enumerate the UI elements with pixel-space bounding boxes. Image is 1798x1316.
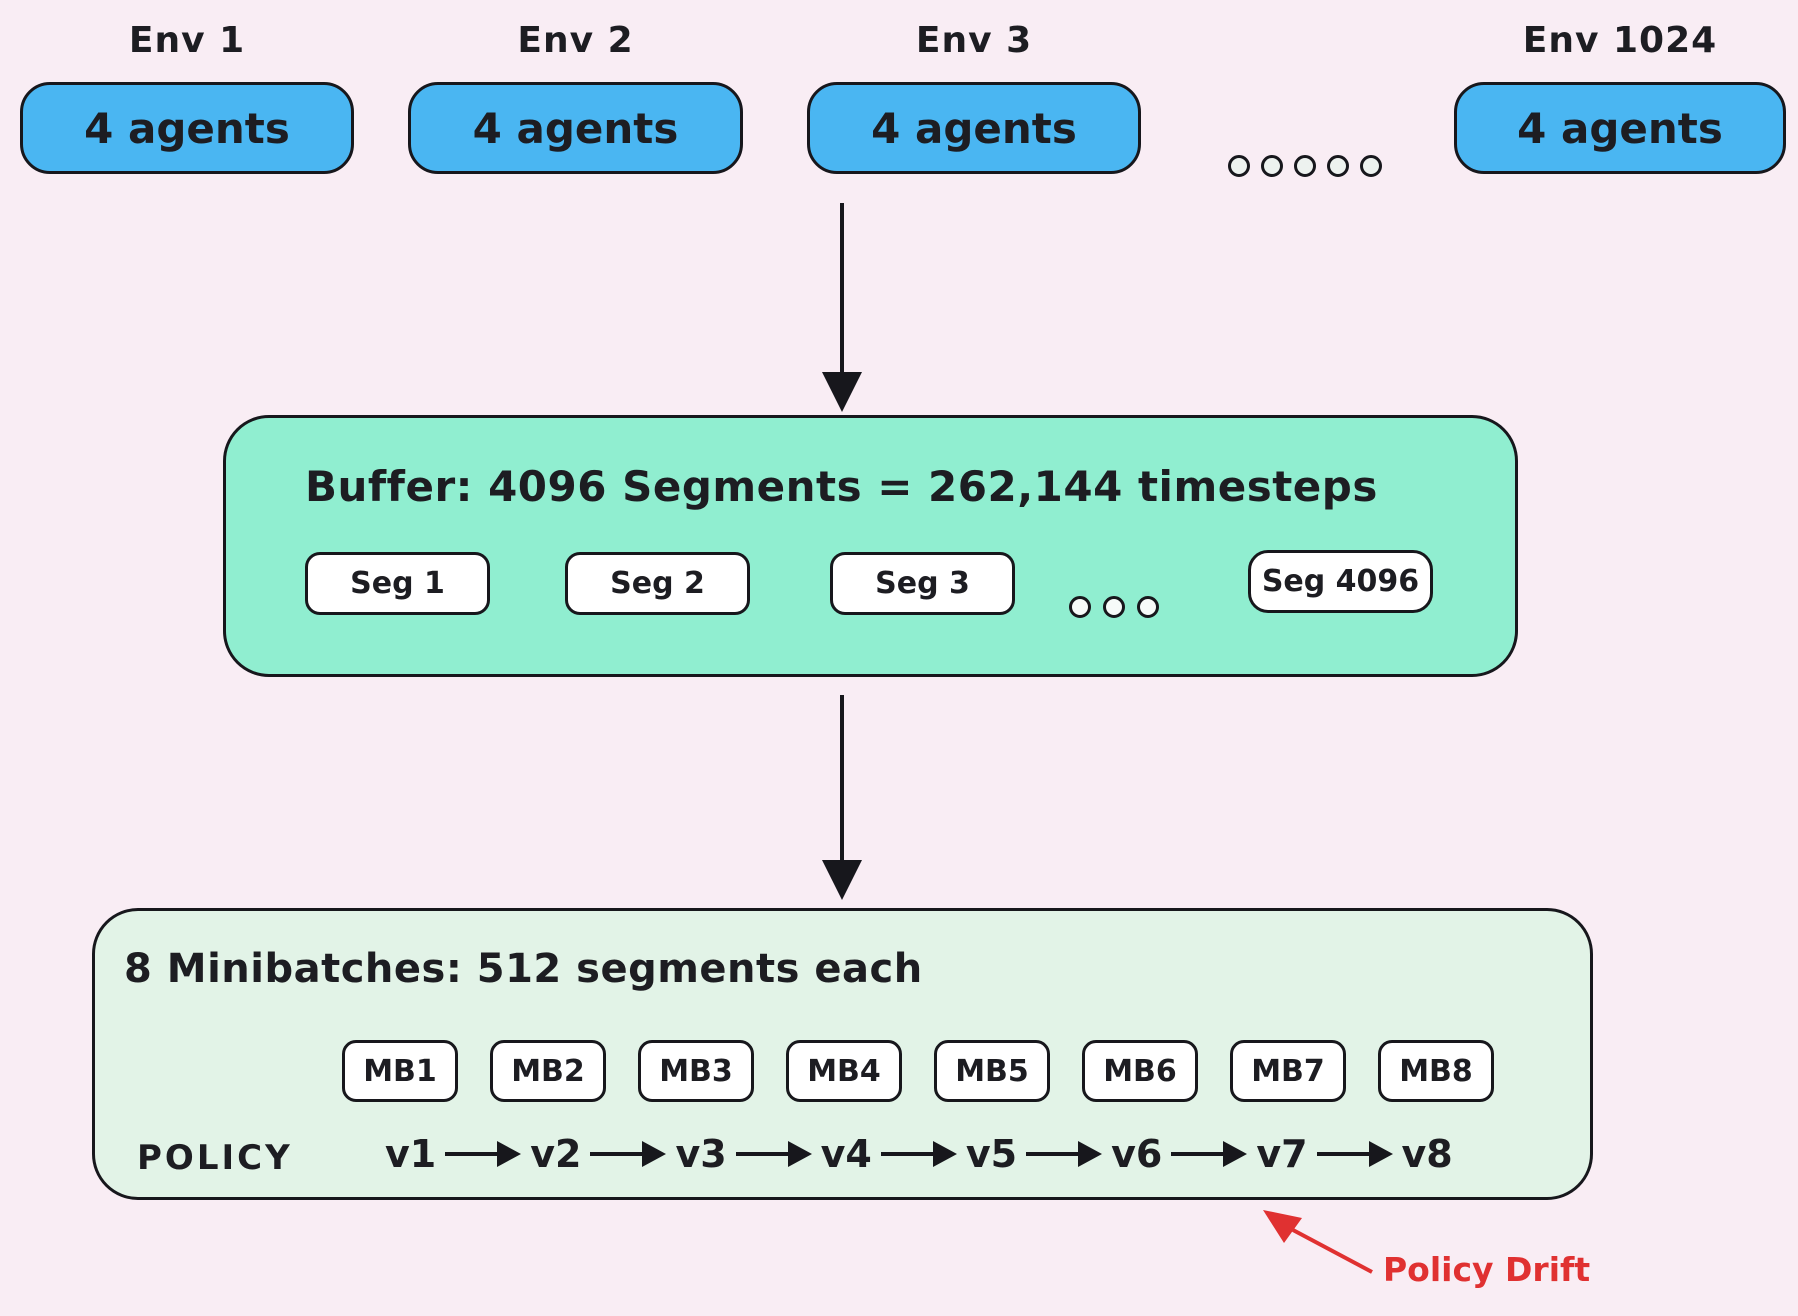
minibatch-box: MB3	[638, 1040, 754, 1102]
policy-drift-arrow	[1263, 1210, 1373, 1274]
ellipsis-dot-icon	[1137, 596, 1159, 618]
right-arrow-icon	[1026, 1140, 1103, 1168]
env-to-buffer-arrow	[822, 203, 862, 412]
env-group-3: Env 3 4 agents	[807, 18, 1141, 174]
right-arrow-icon	[1171, 1140, 1248, 1168]
minibatch-box: MB4	[786, 1040, 902, 1102]
minibatch-box: MB2	[490, 1040, 606, 1102]
minibatch-box: MB8	[1378, 1040, 1494, 1102]
policy-version: v5	[965, 1132, 1018, 1176]
policy-drift-label: Policy Drift	[1383, 1250, 1591, 1289]
env-agents-text: 4 agents	[1517, 103, 1723, 153]
minibatch-label: MB3	[659, 1053, 733, 1089]
buffer-to-minibatch-arrow	[822, 695, 862, 900]
right-arrow-icon	[445, 1140, 522, 1168]
minibatch-label: MB7	[1251, 1053, 1325, 1089]
env-agents-text: 4 agents	[472, 103, 679, 153]
env-group-2: Env 2 4 agents	[408, 18, 743, 174]
minibatch-label: MB5	[955, 1053, 1029, 1089]
segment-label: Seg 3	[875, 566, 970, 601]
ellipsis-dot-icon	[1069, 596, 1091, 618]
minibatch-label: MB4	[807, 1053, 881, 1089]
minibatch-label: MB2	[511, 1053, 585, 1089]
right-arrow-icon	[880, 1140, 957, 1168]
ellipsis-dot-icon	[1294, 155, 1316, 177]
env-agents-box: 4 agents	[807, 82, 1141, 174]
ellipsis-dot-icon	[1261, 155, 1283, 177]
env-agents-box: 4 agents	[1454, 82, 1786, 174]
minibatch-box: MB5	[934, 1040, 1050, 1102]
segment-label: Seg 4096	[1261, 564, 1420, 599]
env-agents-text: 4 agents	[871, 103, 1077, 153]
policy-version: v7	[1256, 1132, 1308, 1176]
right-arrow-icon	[735, 1140, 812, 1168]
env-label: Env 3	[915, 20, 1033, 61]
minibatch-label: MB1	[363, 1053, 437, 1089]
env-agents-text: 4 agents	[84, 103, 290, 153]
env-group-1024: Env 1024 4 agents	[1454, 18, 1786, 174]
minibatch-box: MB6	[1082, 1040, 1198, 1102]
policy-label: POLICY	[137, 1138, 293, 1178]
segment-label: Seg 2	[610, 566, 705, 601]
env-label: Env 1024	[1522, 20, 1718, 61]
policy-version: v1	[385, 1132, 437, 1176]
policy-version: v3	[675, 1132, 727, 1176]
segment-box: Seg 2	[565, 552, 750, 615]
policy-version: v4	[820, 1132, 872, 1176]
env-label: Env 2	[517, 20, 634, 61]
ellipsis-dot-icon	[1327, 155, 1349, 177]
ellipsis-dot-icon	[1103, 596, 1125, 618]
minibatch-label: MB8	[1399, 1053, 1473, 1089]
buffer-title: Buffer: 4096 Segments = 262,144 timestep…	[305, 462, 1378, 511]
segment-box: Seg 4096	[1248, 550, 1433, 613]
segment-box: Seg 3	[830, 552, 1015, 615]
policy-version: v6	[1111, 1132, 1163, 1176]
policy-version-chain: v1 v2 v3 v4 v5 v6 v7 v8	[385, 1128, 1453, 1180]
env-agents-box: 4 agents	[20, 82, 354, 174]
env-label: Env 1	[128, 20, 246, 61]
segment-box: Seg 1	[305, 552, 490, 615]
right-arrow-icon	[590, 1140, 667, 1168]
buffer-panel	[223, 415, 1518, 677]
minibatch-box: MB7	[1230, 1040, 1346, 1102]
env-agents-box: 4 agents	[408, 82, 743, 174]
policy-version: v2	[530, 1132, 582, 1176]
ellipsis-dot-icon	[1228, 155, 1250, 177]
minibatch-label: MB6	[1103, 1053, 1177, 1089]
segment-label: Seg 1	[350, 566, 445, 601]
minibatch-title: 8 Minibatches: 512 segments each	[124, 946, 923, 992]
minibatch-box: MB1	[342, 1040, 458, 1102]
ellipsis-dot-icon	[1360, 155, 1382, 177]
right-arrow-icon	[1316, 1140, 1393, 1168]
env-group-1: Env 1 4 agents	[20, 18, 354, 174]
policy-version: v8	[1401, 1132, 1453, 1176]
